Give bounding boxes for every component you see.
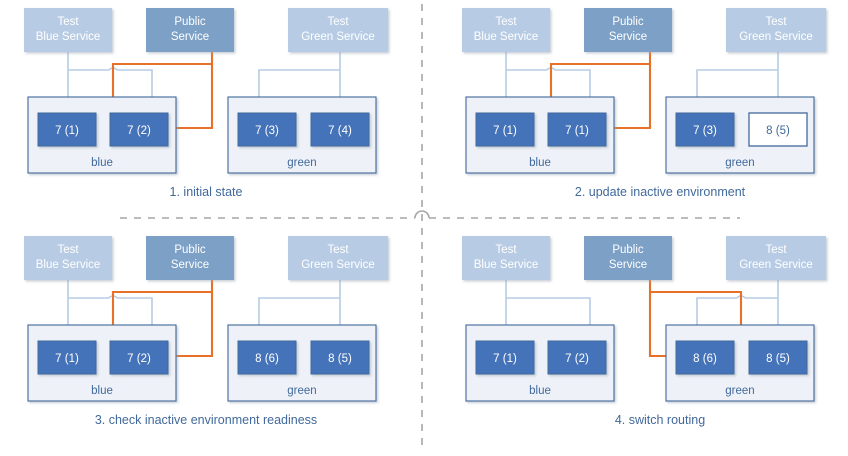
panel-3-test-blue-service — [24, 236, 112, 280]
panel-4-green-node-1 — [748, 340, 808, 375]
panel-3-blue-node-1-label: 7 (2) — [127, 353, 151, 365]
panel-4-green-node-0 — [675, 340, 735, 375]
panel-3-green-node-0-label: 8 (6) — [255, 353, 279, 365]
panel-3-blue-node-1 — [109, 340, 169, 375]
panel-3-public-service — [146, 236, 234, 280]
panel-3-test-green-line1: Test — [327, 244, 349, 256]
panel-4-green-node-0-label: 8 (6) — [693, 353, 717, 365]
panel-1-green-node-0 — [237, 112, 297, 147]
panel-4-test-green-service — [726, 236, 826, 280]
panel-2-public-line1: Public — [612, 16, 644, 28]
panel-4-green-env-name: green — [725, 385, 754, 397]
panel-1-test-green-line1: Test — [327, 16, 349, 28]
panel-3-caption: 3. check inactive environment readiness — [95, 413, 317, 427]
panel-1-test-blue-line2: Blue Service — [36, 31, 101, 43]
panel-2-blue-node-1 — [547, 112, 607, 147]
panel-2-test-blue-line2: Blue Service — [474, 31, 539, 43]
panel-2-public-line2: Service — [609, 31, 647, 43]
panel-4-test-blue-line1: Test — [495, 244, 517, 256]
panel-2-caption: 2. update inactive environment — [575, 185, 746, 199]
panel-1-test-green-line2: Green Service — [301, 31, 375, 43]
panel-2-blue-env-name: blue — [529, 157, 551, 169]
panel-4-test-green-line1: Test — [765, 244, 787, 256]
panel-2-test-blue-service — [462, 8, 550, 52]
panel-2-green-env-name: green — [725, 157, 754, 169]
panel-3-green-node-1 — [310, 340, 370, 375]
panel-4: Test Blue Service Public Service Test Gr… — [462, 236, 826, 427]
panel-4-public-line2: Service — [609, 259, 647, 271]
panel-1-blue-node-1-label: 7 (2) — [127, 125, 151, 137]
panel-3-test-blue-line2: Blue Service — [36, 259, 101, 271]
panel-3-blue-node-0 — [37, 340, 97, 375]
panel-4-blue-node-1-label: 7 (2) — [565, 353, 589, 365]
panel-3-test-green-service — [288, 236, 388, 280]
panel-1-test-green-service — [288, 8, 388, 52]
panel-1-test-blue-service — [24, 8, 112, 52]
panel-2: Test Blue Service Public Service Test Gr… — [462, 8, 826, 199]
panel-4-test-blue-service — [462, 236, 550, 280]
divider-hop — [414, 210, 430, 219]
panel-1-public-service — [146, 8, 234, 52]
panel-4-blue-env-name: blue — [529, 385, 551, 397]
panel-4-test-blue-line2: Blue Service — [474, 259, 539, 271]
panel-2-public-service — [584, 8, 672, 52]
panel-2-test-green-service — [726, 8, 826, 52]
panel-4-public-service — [584, 236, 672, 280]
panel-1-test-blue-line1: Test — [57, 16, 79, 28]
panel-2-green-node-0 — [675, 112, 735, 147]
panel-1-green-node-0-label: 7 (3) — [255, 125, 279, 137]
panel-3-green-node-0 — [237, 340, 297, 375]
panel-1-blue-node-0 — [37, 112, 97, 147]
panel-4-caption: 4. switch routing — [615, 413, 705, 427]
panel-2-green-node-1-label: 8 (5) — [766, 125, 790, 137]
panel-1-public-line2: Service — [171, 31, 209, 43]
panel-2-blue-node-1-label: 7 (1) — [565, 125, 589, 137]
panel-3-green-env-name: green — [287, 385, 316, 397]
panel-4-public-line1: Public — [612, 244, 644, 256]
panel-2-test-green-line1: Test — [765, 16, 787, 28]
panel-3-public-line2: Service — [171, 259, 209, 271]
panel-dividers — [120, 4, 740, 452]
panel-2-green-node-1 — [748, 112, 808, 147]
panel-2-blue-node-0-label: 7 (1) — [493, 125, 517, 137]
panel-2-test-green-line2: Green Service — [739, 31, 813, 43]
panel-1-green-node-1 — [310, 112, 370, 147]
panel-1-green-env-name: green — [287, 157, 316, 169]
panel-1: Test Blue Service Public Service Test Gr… — [24, 8, 388, 199]
panel-1-caption: 1. initial state — [170, 185, 243, 199]
panel-1-blue-env-name: blue — [91, 157, 113, 169]
panel-1-public-line1: Public — [174, 16, 206, 28]
panel-3-blue-node-0-label: 7 (1) — [55, 353, 79, 365]
panel-3-blue-env-name: blue — [91, 385, 113, 397]
panel-1-blue-node-1 — [109, 112, 169, 147]
panel-3-test-blue-line1: Test — [57, 244, 79, 256]
panel-2-blue-node-0 — [475, 112, 535, 147]
panel-3-green-node-1-label: 8 (5) — [328, 353, 352, 365]
panel-4-blue-node-0 — [475, 340, 535, 375]
panel-2-green-node-0-label: 7 (3) — [693, 125, 717, 137]
panel-3: Test Blue Service Public Service Test Gr… — [24, 236, 388, 427]
panel-4-green-node-1-label: 8 (5) — [766, 353, 790, 365]
panel-1-blue-node-0-label: 7 (1) — [55, 125, 79, 137]
panel-4-blue-node-1 — [547, 340, 607, 375]
panel-4-blue-node-0-label: 7 (1) — [493, 353, 517, 365]
panel-3-test-green-line2: Green Service — [301, 259, 375, 271]
panel-3-public-line1: Public — [174, 244, 206, 256]
panel-4-test-green-line2: Green Service — [739, 259, 813, 271]
panel-1-green-node-1-label: 7 (4) — [328, 125, 352, 137]
panel-2-test-blue-line1: Test — [495, 16, 517, 28]
